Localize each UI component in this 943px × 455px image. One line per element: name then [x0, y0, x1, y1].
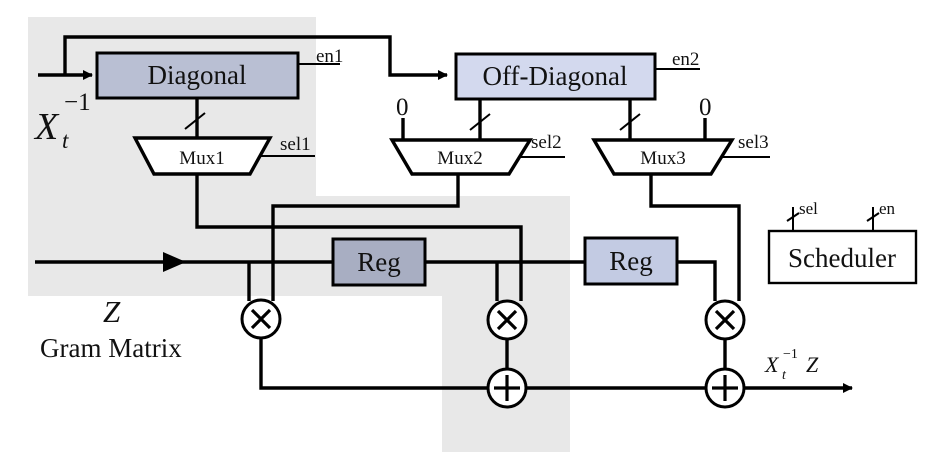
reg2-output-wire	[677, 260, 717, 301]
adder-1	[486, 367, 528, 409]
mult1-to-sum-wire	[259, 338, 488, 390]
offdiagonal-block	[454, 52, 657, 101]
sel3-label: sel3	[738, 132, 769, 153]
gram-matrix-label: Gram Matrix	[40, 333, 182, 363]
output-x-label: X	[764, 352, 780, 377]
diagonal-block	[95, 51, 300, 100]
mux3-output-wire	[649, 174, 741, 301]
input-x-subscript: t	[62, 128, 69, 153]
z-input-arrowhead	[163, 252, 186, 272]
reg1-block	[331, 237, 427, 287]
input-z-label: Z	[103, 294, 121, 329]
mux1-label: Mux1	[179, 148, 224, 169]
mux2-label: Mux2	[437, 148, 482, 169]
output-x-subscript: t	[782, 368, 787, 383]
sched-sel-label: sel	[799, 199, 818, 218]
multiply-icon	[496, 309, 518, 331]
scheduler-block	[767, 229, 918, 285]
reg2-label: Reg	[609, 246, 653, 276]
region-shade-middle	[316, 196, 570, 452]
offdiag-bus-mux3-slash	[619, 113, 641, 131]
en1-label: en1	[316, 46, 343, 67]
diagonal-bus-slash	[184, 112, 206, 130]
mux2-output-wire	[271, 174, 460, 301]
output-z-label: Z	[806, 352, 819, 377]
diagonal-label: Diagonal	[148, 60, 247, 90]
sel2-label: sel2	[531, 132, 562, 153]
offdiag-bus-mux2-slash	[469, 113, 491, 131]
plus-icon	[712, 375, 738, 401]
feedback-loop-wire	[63, 35, 448, 80]
multiplier-3	[704, 299, 746, 341]
multiplier-2	[486, 299, 528, 341]
mux3-label: Mux3	[640, 148, 685, 169]
output-x-superscript: −1	[783, 347, 798, 362]
en2-label: en2	[672, 49, 699, 70]
sched-sel-slash	[786, 212, 800, 222]
reg1-label: Reg	[357, 247, 401, 277]
mux3-shape	[591, 138, 736, 176]
mux1-output-wire	[195, 174, 523, 301]
adder-2	[704, 367, 746, 409]
input-x-label: X	[33, 106, 60, 148]
scheduler-label: Scheduler	[788, 243, 896, 273]
plus-icon	[494, 375, 520, 401]
sched-en-label: en	[879, 199, 896, 218]
offdiagonal-label: Off-Diagonal	[483, 61, 628, 91]
zero-label-mux3: 0	[699, 94, 712, 121]
multiply-icon	[714, 309, 736, 331]
sel1-label: sel1	[280, 134, 311, 155]
multiplier-1	[240, 298, 282, 340]
mux1-shape	[132, 136, 273, 176]
input-x-superscript: −1	[64, 89, 91, 116]
multiply-icon	[250, 308, 272, 330]
mux2-shape	[389, 138, 534, 176]
sched-en-slash	[866, 212, 880, 222]
zero-label-mux2: 0	[396, 94, 409, 121]
